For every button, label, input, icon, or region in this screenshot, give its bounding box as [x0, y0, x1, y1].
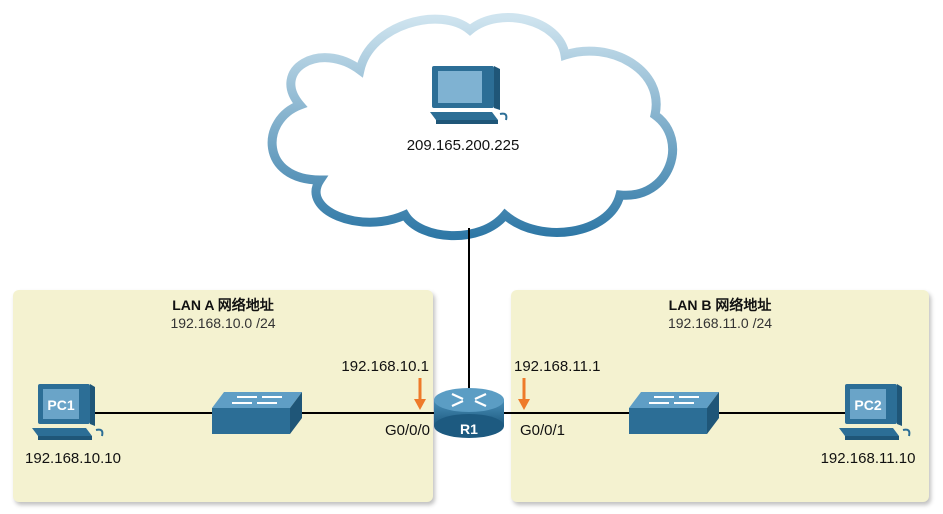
lan-a-title: LAN A 网络地址 [172, 297, 274, 313]
router-label: R1 [460, 421, 478, 437]
pc1-ip-label: 192.168.10.10 [25, 450, 121, 467]
r1-interface-g000: G0/0/0 [384, 422, 430, 439]
pc2-ip-label: 192.168.11.10 [820, 450, 916, 467]
gateway-arrow-a-icon [414, 378, 426, 410]
gateway-arrow-b-icon [518, 378, 530, 410]
lan-b-switch-icon [629, 392, 719, 434]
lan-b-network: 192.168.11.0 /24 [667, 315, 773, 331]
desktop-computer-icon [430, 66, 508, 124]
lan-a-network: 192.168.10.0 /24 [170, 315, 276, 331]
internet-cloud [267, 13, 677, 241]
lan-a-switch-icon [212, 392, 302, 434]
pc1-label: PC1 [47, 397, 75, 413]
server-ip-label: 209.165.200.225 [406, 137, 520, 154]
pc2-label: PC2 [854, 397, 882, 413]
network-links [95, 228, 845, 414]
r1-interface-g001: G0/0/1 [520, 422, 566, 439]
router-r1-icon [434, 388, 504, 438]
lan-b-gateway-ip: 192.168.11.1 [514, 358, 601, 375]
pc1-computer-icon [32, 384, 104, 440]
pc2-computer-icon [839, 384, 911, 440]
lan-a-gateway-ip: 192.168.10.1 [341, 358, 429, 375]
lan-b-title: LAN B 网络地址 [668, 297, 772, 313]
